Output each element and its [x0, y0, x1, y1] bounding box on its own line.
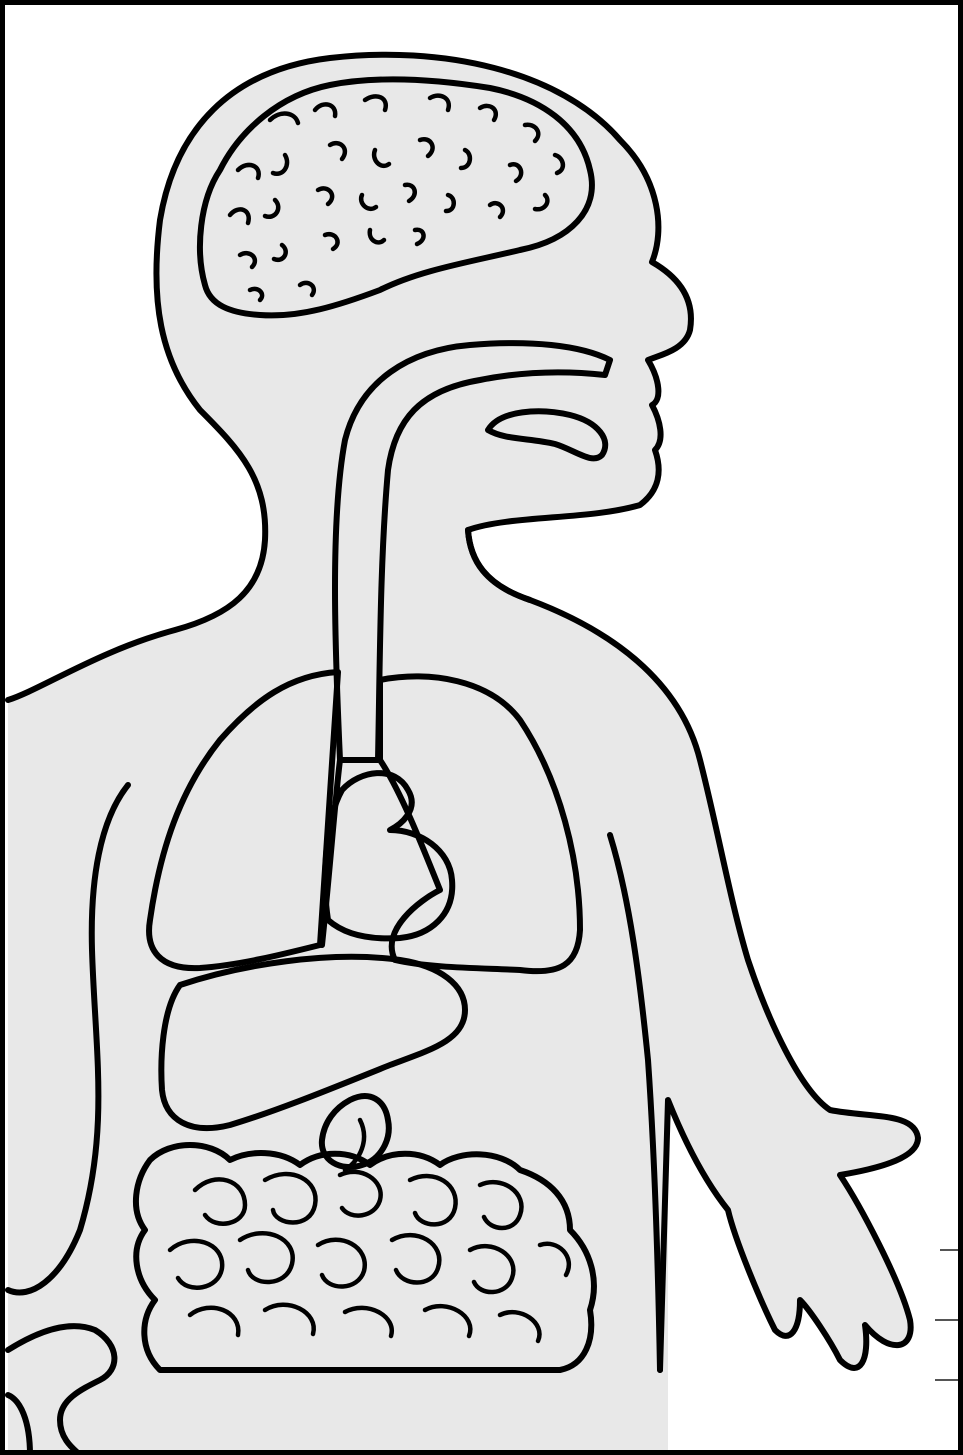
edge-marks: [935, 1250, 963, 1380]
